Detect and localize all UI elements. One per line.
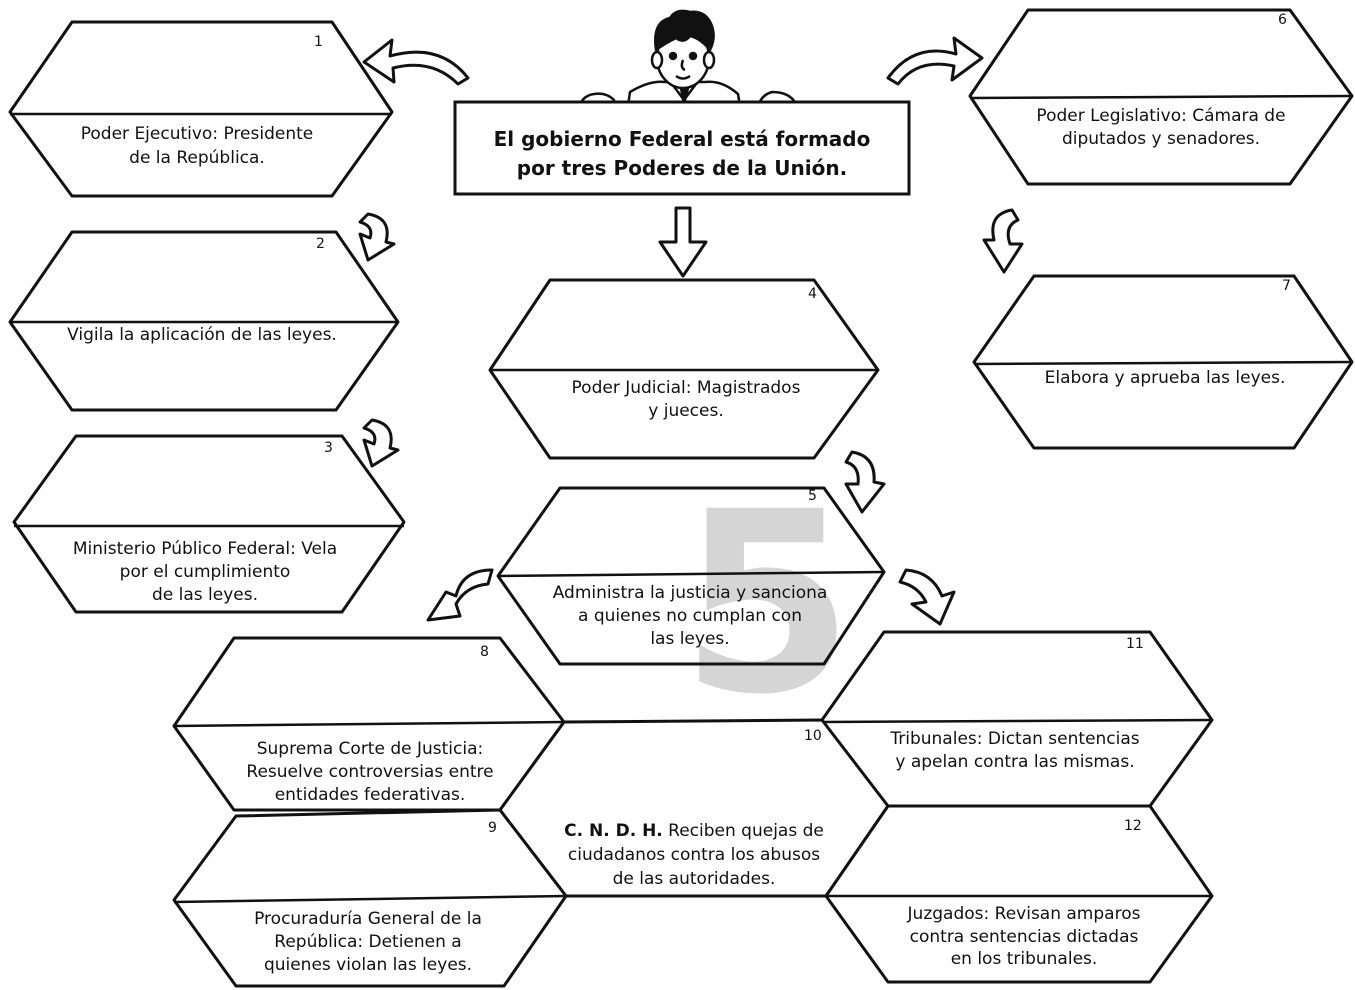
cell-number: 9 bbox=[488, 820, 497, 836]
hex-cell-5: 5 Administra la justicia y sanciona a qu… bbox=[496, 486, 886, 666]
cell-text-line: a quienes no cumplan con bbox=[578, 606, 802, 626]
cell-text-line: por el cumplimiento bbox=[120, 562, 291, 582]
cell-text-line: Suprema Corte de Justicia: bbox=[257, 739, 484, 759]
cell-text-line: Elabora y aprueba las leyes. bbox=[1045, 368, 1286, 388]
cell-text-line: Poder Ejecutivo: Presidente bbox=[81, 124, 313, 144]
cell-number: 4 bbox=[808, 286, 817, 302]
arrows bbox=[358, 36, 1024, 626]
curved-arrow-icon bbox=[982, 208, 1024, 274]
hex-cell-11: 11 Tribunales: Dictan sentencias y apela… bbox=[820, 630, 1214, 808]
cell-text-line: las leyes. bbox=[650, 629, 729, 649]
cell-number: 1 bbox=[314, 34, 323, 50]
cell-text-line: Juzgados: Revisan amparos bbox=[907, 904, 1141, 924]
hex-cell-9: 9 Procuraduría General de la República: … bbox=[172, 808, 568, 988]
title-line-2: por tres Poderes de la Unión. bbox=[517, 156, 847, 180]
cell-text-line: quienes violan las leyes. bbox=[264, 955, 472, 975]
hex-cell-8: 8 Suprema Corte de Justicia: Resuelve co… bbox=[172, 636, 566, 812]
cell-number: 8 bbox=[480, 644, 489, 660]
cell-text-line: Administra la justicia y sanciona bbox=[553, 583, 828, 603]
hex-cell-2: 2 Vigila la aplicación de las leyes. bbox=[8, 230, 400, 412]
down-arrow-icon bbox=[658, 206, 708, 278]
cell-text-line: Poder Legislativo: Cámara de bbox=[1036, 106, 1285, 126]
cell-text-line: Tribunales: Dictan sentencias bbox=[889, 729, 1139, 749]
cell-number: 7 bbox=[1282, 278, 1291, 294]
title-line-1: El gobierno Federal está formado bbox=[494, 127, 871, 151]
cell-number: 12 bbox=[1124, 818, 1142, 834]
cell-text-line: ciudadanos contra los abusos bbox=[568, 845, 820, 865]
cell-text-line: contra sentencias dictadas bbox=[910, 927, 1139, 947]
cell-text-line: y apelan contra las mismas. bbox=[895, 752, 1134, 772]
cell-text-line: Vigila la aplicación de las leyes. bbox=[67, 325, 337, 345]
curved-arrow-icon bbox=[426, 568, 494, 622]
watermark-number: 5 bbox=[680, 458, 854, 749]
boy-illustration bbox=[576, 9, 798, 114]
cell-text-part: Reciben quejas de bbox=[663, 821, 824, 841]
cell-text-line: y jueces. bbox=[648, 401, 724, 421]
cell-text-line: en los tribunales. bbox=[951, 949, 1098, 969]
cell-number: 10 bbox=[804, 728, 822, 744]
cell-number: 11 bbox=[1126, 636, 1144, 652]
cell-number: 6 bbox=[1278, 12, 1287, 28]
cell-text-line: Resuelve controversias entre bbox=[246, 762, 493, 782]
curved-arrow-icon bbox=[362, 38, 470, 86]
cell-text-line: de las autoridades. bbox=[613, 869, 776, 889]
cell-text-line: entidades federativas. bbox=[275, 785, 466, 805]
cell-text-line: Ministerio Público Federal: Vela bbox=[73, 539, 337, 559]
hex-cell-1: 1 Poder Ejecutivo: Presidente de la Repú… bbox=[8, 20, 394, 198]
curved-arrow-icon bbox=[362, 418, 400, 468]
cell-text-line: Poder Judicial: Magistrados bbox=[572, 378, 801, 398]
cndh-abbrev: C. N. D. H. bbox=[564, 821, 663, 841]
curved-arrow-icon bbox=[358, 212, 396, 262]
cell-text-line: República: Detienen a bbox=[274, 932, 461, 952]
cell-number: 2 bbox=[316, 236, 325, 252]
cell-text-line: diputados y senadores. bbox=[1062, 129, 1260, 149]
curved-arrow-icon bbox=[898, 568, 956, 626]
cell-text-line: Procuraduría General de la bbox=[254, 909, 482, 929]
hex-cell-3: 3 Ministerio Público Federal: Vela por e… bbox=[12, 434, 406, 614]
hex-cell-6: 6 Poder Legislativo: Cámara de diputados… bbox=[968, 8, 1354, 186]
hex-cell-10: 10 C. N. D. H. Reciben quejas de ciudada… bbox=[498, 718, 890, 898]
hex-cell-7: 7 Elabora y aprueba las leyes. bbox=[972, 274, 1354, 450]
curved-arrow-icon bbox=[844, 450, 886, 514]
cell-text-line: C. N. D. H. Reciben quejas de bbox=[564, 821, 824, 841]
hex-cell-12: 12 Juzgados: Revisan amparos contra sent… bbox=[824, 804, 1214, 984]
title-box: El gobierno Federal está formado por tre… bbox=[453, 100, 911, 196]
cell-text-line: de las leyes. bbox=[152, 585, 258, 605]
curved-arrow-icon bbox=[886, 36, 984, 86]
cell-number: 3 bbox=[324, 440, 333, 456]
cell-text-line: de la República. bbox=[129, 148, 265, 168]
hex-cell-4: 4 Poder Judicial: Magistrados y jueces. bbox=[488, 278, 880, 460]
cell-number: 5 bbox=[808, 488, 817, 504]
